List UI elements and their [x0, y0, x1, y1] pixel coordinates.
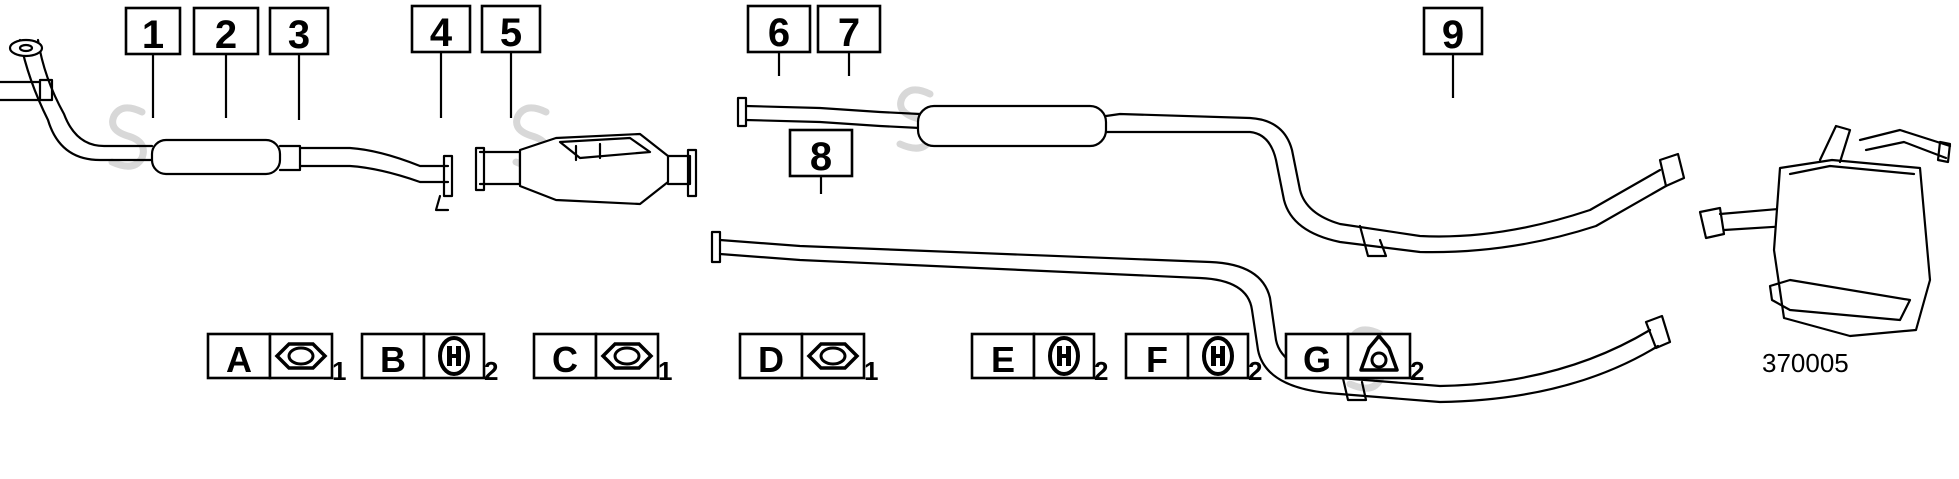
front-pipe-assembly — [0, 38, 454, 212]
part-callout-6: 6 — [746, 4, 812, 76]
legend-item-a: A 1 — [206, 332, 346, 386]
part-number-6: 6 — [768, 11, 790, 55]
part-callouts: 1 2 3 4 5 6 7 — [124, 4, 1484, 194]
catalytic-converter — [474, 132, 698, 206]
legend-letter: E — [991, 339, 1015, 380]
legend-quantity: 2 — [484, 356, 498, 386]
part-number-7: 7 — [838, 11, 860, 55]
rear-silencer — [1698, 124, 1952, 338]
legend-item-e: E 2 — [970, 332, 1108, 386]
rubber-hanger-icon — [1202, 336, 1234, 376]
legend-item-g: G 2 — [1284, 332, 1424, 386]
legend-item-d: D 1 — [738, 332, 878, 386]
gasket-oval-two-bolt-icon — [806, 342, 860, 370]
legend-letter: B — [380, 339, 406, 380]
legend-item-f: F 2 — [1124, 332, 1262, 386]
legend-quantity: 1 — [658, 356, 672, 386]
part-number-3: 3 — [288, 13, 310, 57]
legend-quantity: 2 — [1410, 356, 1424, 386]
legend-letter: C — [552, 339, 578, 380]
gasket-triangular-icon — [1359, 334, 1399, 372]
part-number-8: 8 — [810, 135, 832, 179]
legend-quantity: 1 — [332, 356, 346, 386]
legend-letter: D — [758, 339, 784, 380]
part-callout-5: 5 — [480, 4, 542, 118]
legend-item-b: B 2 — [360, 332, 498, 386]
part-callout-4: 4 — [410, 4, 472, 118]
legend-letter: F — [1146, 339, 1168, 380]
part-callout-8: 8 — [788, 128, 854, 194]
part-callout-2: 2 — [192, 6, 260, 118]
centre-pipe-assembly — [736, 96, 1686, 258]
legend-letter: G — [1303, 339, 1331, 380]
gasket-oval-two-bolt-icon — [274, 342, 328, 370]
hardware-legend: A 1 B 2 C — [206, 332, 1424, 386]
part-number-2: 2 — [215, 13, 237, 57]
part-number-1: 1 — [142, 13, 164, 57]
part-callout-7: 7 — [816, 4, 882, 76]
legend-item-c: C 1 — [532, 332, 672, 386]
part-number-5: 5 — [500, 11, 522, 55]
diagram-reference-number: 370005 — [1762, 348, 1849, 378]
part-callout-3: 3 — [268, 6, 330, 120]
legend-quantity: 1 — [864, 356, 878, 386]
rubber-hanger-icon — [1048, 336, 1080, 376]
part-number-4: 4 — [430, 11, 453, 55]
legend-quantity: 2 — [1248, 356, 1262, 386]
legend-letter: A — [226, 339, 252, 380]
part-callout-1: 1 — [124, 6, 182, 118]
part-callout-9: 9 — [1422, 6, 1484, 98]
rubber-hanger-icon — [438, 336, 470, 376]
legend-quantity: 2 — [1094, 356, 1108, 386]
part-number-9: 9 — [1442, 13, 1464, 57]
gasket-oval-two-bolt-icon — [600, 342, 654, 370]
